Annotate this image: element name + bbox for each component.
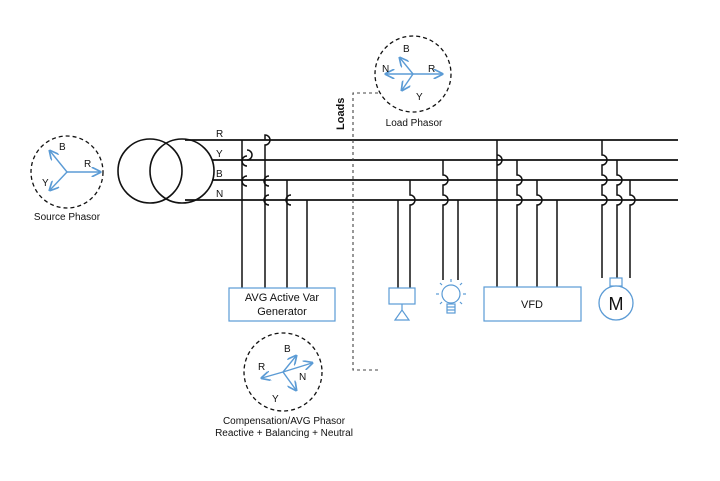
source-phasor: B R Y Source Phasor: [30, 135, 104, 223]
load-phasor-r-label: R: [428, 64, 435, 75]
vfd-box[interactable]: VFD: [483, 286, 582, 322]
vfd-branch-wires: [496, 140, 558, 287]
source-phasor-y-arrow: [50, 171, 68, 190]
load-phasor-circle: [374, 35, 452, 113]
load-phasor-b-arrow: [400, 58, 414, 75]
bus-y-label: Y: [216, 149, 223, 160]
comp-phasor-r-label: R: [258, 362, 265, 373]
source-phasor-caption: Source Phasor: [34, 212, 101, 223]
comp-phasor-n-arrow: [282, 363, 312, 373]
source-phasor-circle: [30, 135, 104, 209]
vfd-hops: [496, 154, 503, 166]
loads-boundary: [352, 92, 378, 371]
source-phasor-r-label: R: [84, 159, 91, 170]
load-phasor: B N R Y Load Phasor: [374, 35, 452, 129]
lamp-branch-wires: [442, 160, 459, 280]
bus-n-label: N: [216, 189, 223, 200]
comp-phasor-caption-line1: Compensation/AVG Phasor: [223, 416, 346, 427]
avg-box[interactable]: AVG Active Var Generator: [228, 287, 336, 322]
comp-phasor-b-label: B: [284, 344, 291, 355]
source-phasor-b-label: B: [59, 142, 66, 153]
capacitor-branch-wires: [397, 180, 416, 288]
comp-phasor: B R N Y Compensation/AVG Phasor Reactive…: [215, 332, 353, 439]
vfd-box-label: VFD: [521, 299, 543, 311]
comp-phasor-circle: [243, 332, 323, 412]
comp-phasor-y-label: Y: [272, 394, 279, 405]
avg-hops: [241, 155, 292, 206]
transformer-icon: [117, 138, 215, 204]
comp-phasor-r-arrow: [262, 372, 284, 378]
source-phasor-y-label: Y: [42, 178, 49, 189]
avg-branch-wires: [241, 134, 308, 288]
load-phasor-b-label: B: [403, 44, 410, 55]
load-phasor-n-label: N: [382, 64, 389, 75]
loads-label: Loads: [335, 98, 347, 130]
lamp-icon: [436, 279, 466, 314]
avg-box-line1: AVG Active Var: [245, 292, 320, 304]
comp-phasor-caption-line2: Reactive + Balancing + Neutral: [215, 428, 353, 439]
motor-label: M: [609, 294, 624, 314]
motor-branch-wires: [601, 140, 636, 278]
comp-phasor-b-arrow: [282, 356, 296, 373]
comp-phasor-n-label: N: [299, 372, 306, 383]
motor-icon: M: [598, 277, 634, 321]
load-phasor-y-arrow: [402, 73, 414, 90]
comp-phasor-y-arrow: [282, 371, 296, 390]
source-phasor-b-arrow: [50, 151, 68, 173]
bus-lines: [185, 139, 678, 201]
capacitor-icon: [388, 287, 416, 321]
avg-box-line2: Generator: [257, 306, 307, 318]
load-phasor-y-label: Y: [416, 92, 423, 103]
bus-b-label: B: [216, 169, 223, 180]
load-phasor-caption: Load Phasor: [386, 118, 443, 129]
bus-r-label: R: [216, 129, 223, 140]
